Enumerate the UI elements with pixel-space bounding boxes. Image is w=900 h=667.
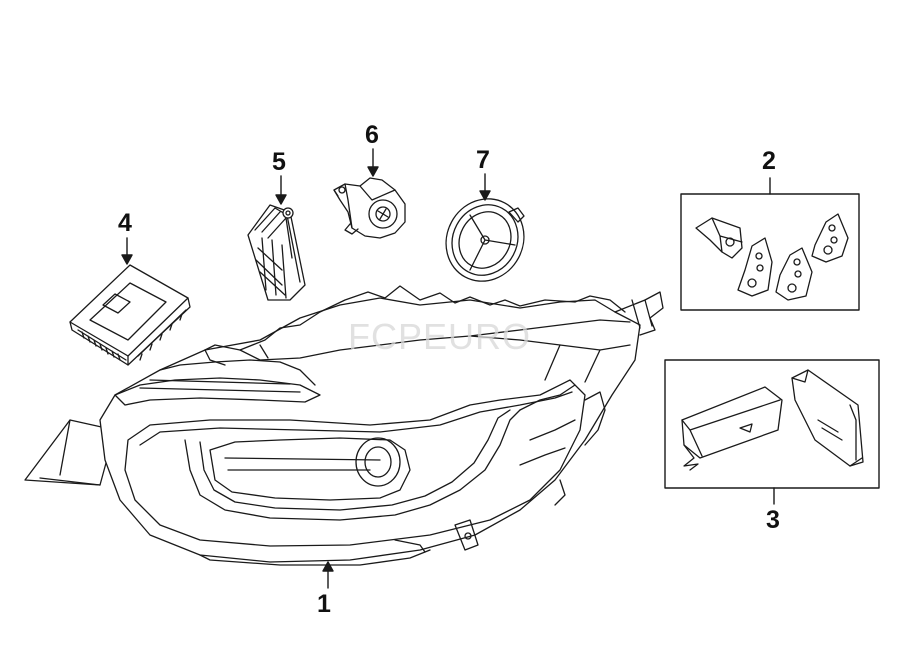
- watermark-primary: FCP: [348, 316, 423, 357]
- watermark: FCPEURO: [348, 310, 531, 360]
- callout-7: 7: [476, 146, 490, 174]
- trim-kit: [665, 360, 879, 488]
- bracket-kit: [681, 194, 859, 310]
- callout-1: 1: [317, 590, 331, 618]
- callout-3: 3: [766, 506, 780, 534]
- callout-2: 2: [762, 147, 776, 175]
- dust-cap: [432, 185, 539, 295]
- led-driver: [248, 205, 305, 300]
- callout-leaders: [122, 149, 774, 588]
- lamp-socket: [334, 178, 405, 238]
- control-module: [70, 265, 190, 365]
- callout-6: 6: [365, 121, 379, 149]
- headlamp-assembly: [25, 286, 663, 565]
- callout-5: 5: [272, 148, 286, 176]
- callout-4: 4: [118, 209, 132, 237]
- watermark-secondary: EURO: [423, 316, 532, 357]
